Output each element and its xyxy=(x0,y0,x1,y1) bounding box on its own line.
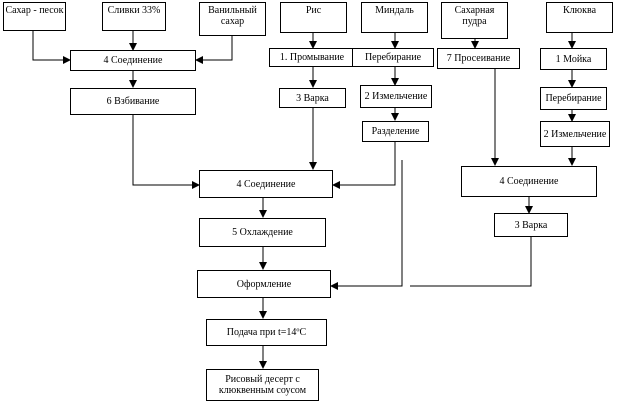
node-grind1: 2 Измельчение xyxy=(360,85,432,108)
edge-separate-combine2 xyxy=(332,141,396,189)
node-wash: 1 Мойка xyxy=(540,48,607,70)
node-almond: Миндаль xyxy=(361,2,428,33)
node-sort1: Перебирание xyxy=(352,48,434,67)
node-cool: 5 Охлаждение xyxy=(199,218,326,247)
node-powder: Сахарная пудра xyxy=(441,2,508,39)
node-boil2: 3 Варка xyxy=(494,213,568,237)
node-sift: 7 Просеивание xyxy=(437,48,520,69)
edge-sugar-combine1 xyxy=(32,30,71,64)
edge-almond-decorate xyxy=(330,160,403,290)
node-rinse: 1. Промывание xyxy=(269,48,355,67)
node-dessert: Рисовый десерт с клюквенным соусом xyxy=(206,369,319,401)
node-decorate: Оформление xyxy=(197,270,331,298)
node-sort2: Перебирание xyxy=(540,87,607,110)
edge-whip-combine2 xyxy=(132,114,200,189)
node-rice: Рис xyxy=(280,2,347,33)
node-combine3: 4 Соединение xyxy=(461,166,597,197)
node-grind2: 2 Измельчение xyxy=(540,121,610,147)
node-boil1: 3 Варка xyxy=(279,88,346,108)
node-combine2: 4 Соединение xyxy=(199,170,333,198)
node-separate: Разделение xyxy=(362,121,429,142)
node-whip: 6 Взбивание xyxy=(70,88,196,115)
node-serve: Подача при t=14ºС xyxy=(206,319,327,346)
node-cranberry: Клюква xyxy=(546,2,613,33)
edge-boil2-decorate xyxy=(410,236,532,287)
node-cream: Сливки 33% xyxy=(102,2,166,31)
node-combine1: 4 Соединение xyxy=(70,50,196,71)
edge-vanilla-combine1 xyxy=(195,35,233,64)
node-vanilla: Ванильный сахар xyxy=(199,2,266,36)
node-sugar: Сахар - песок xyxy=(3,2,66,31)
